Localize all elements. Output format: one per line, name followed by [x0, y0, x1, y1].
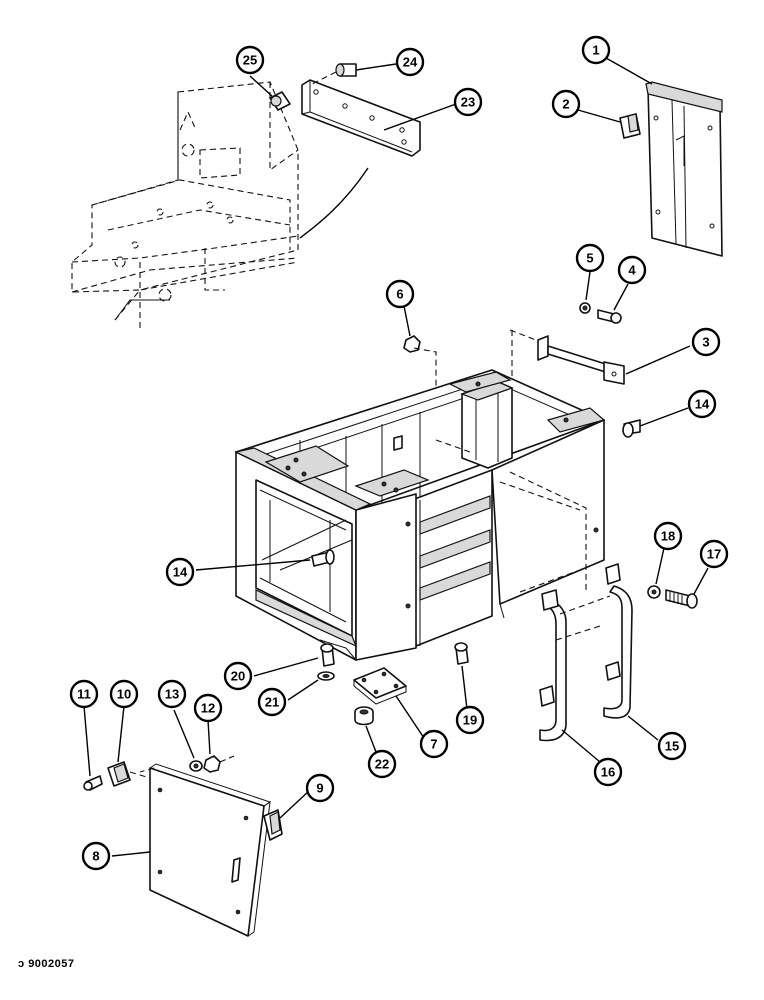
callouts: 1 2 3 4 5 6 7 8: [69, 35, 729, 871]
hinge-10: [107, 761, 151, 787]
bushing-22: [354, 706, 374, 726]
callout-17: 17: [699, 539, 729, 569]
plate-23: [299, 79, 421, 239]
svg-text:14: 14: [695, 397, 710, 412]
svg-text:24: 24: [403, 55, 418, 70]
handle-15: [603, 563, 633, 719]
bolt-4: [597, 309, 622, 324]
svg-text:23: 23: [461, 95, 475, 110]
svg-text:3: 3: [702, 335, 709, 350]
callout-7: 7: [419, 729, 449, 759]
cabinet-frame: [234, 369, 606, 661]
washer-5: [579, 302, 591, 314]
figure-id-prefix: ɔ: [18, 958, 29, 970]
figure-id-number: 9002057: [28, 958, 75, 970]
svg-text:9: 9: [316, 781, 323, 796]
callout-5: 5: [575, 243, 605, 273]
bolt-14-inside: [311, 549, 335, 567]
callout-10: 10: [109, 679, 139, 709]
svg-text:1: 1: [592, 43, 599, 58]
bolt-19: [454, 642, 469, 665]
figure-id: ɔ 9002057: [18, 958, 75, 970]
callout-15: 15: [657, 731, 687, 761]
svg-text:16: 16: [601, 765, 615, 780]
svg-text:21: 21: [265, 695, 279, 710]
callout-14-left: 14: [165, 557, 195, 587]
svg-text:15: 15: [665, 739, 679, 754]
svg-text:8: 8: [92, 849, 99, 864]
svg-text:10: 10: [117, 687, 131, 702]
callout-2: 2: [551, 89, 581, 119]
plate-7: [353, 667, 407, 705]
svg-text:6: 6: [396, 287, 403, 302]
callout-18: 18: [653, 521, 683, 551]
callout-3: 3: [691, 327, 721, 357]
callout-6: 6: [385, 279, 415, 309]
callout-14-right: 14: [687, 389, 717, 419]
callout-12: 12: [193, 693, 223, 723]
door-panel-8: [139, 763, 272, 937]
svg-text:22: 22: [375, 757, 389, 772]
callout-11: 11: [69, 679, 99, 709]
callout-9: 9: [305, 773, 335, 803]
svg-text:18: 18: [661, 529, 675, 544]
svg-text:17: 17: [707, 547, 721, 562]
svg-text:14: 14: [173, 565, 188, 580]
bracket-3: [509, 329, 625, 400]
callout-20: 20: [223, 661, 253, 691]
side-cover-1: [645, 81, 723, 257]
svg-text:19: 19: [463, 713, 477, 728]
bolt-17: [665, 589, 698, 609]
svg-text:7: 7: [430, 737, 437, 752]
washer-18: [647, 585, 661, 599]
screw-11: [83, 775, 103, 791]
callout-19: 19: [455, 705, 485, 735]
callout-13: 13: [157, 679, 187, 709]
callout-8: 8: [81, 841, 111, 871]
callout-21: 21: [257, 687, 287, 717]
bolt-24: [311, 63, 357, 85]
svg-text:5: 5: [586, 251, 593, 266]
callout-25: 25: [235, 45, 265, 75]
svg-text:20: 20: [231, 669, 245, 684]
clip-2: [619, 113, 641, 139]
washer-13: [189, 760, 203, 772]
callout-24: 24: [395, 47, 425, 77]
callout-16: 16: [593, 757, 623, 787]
callout-23: 23: [453, 87, 483, 117]
svg-text:13: 13: [165, 687, 179, 702]
latch-9: [263, 809, 283, 841]
bolt-25: [269, 91, 291, 111]
washer-21: [317, 671, 335, 681]
handle-16: [539, 589, 611, 742]
svg-text:2: 2: [562, 97, 569, 112]
svg-text:4: 4: [628, 263, 636, 278]
callout-4: 4: [617, 255, 647, 285]
svg-text:12: 12: [201, 701, 215, 716]
svg-text:11: 11: [77, 687, 91, 702]
nut-12: [203, 755, 235, 773]
callout-22: 22: [367, 749, 397, 779]
svg-text:25: 25: [243, 53, 257, 68]
machine-body-dashed: [71, 81, 299, 330]
callout-1: 1: [581, 35, 611, 65]
bolt-20: [320, 643, 335, 667]
bolt-14-right: [622, 419, 641, 438]
